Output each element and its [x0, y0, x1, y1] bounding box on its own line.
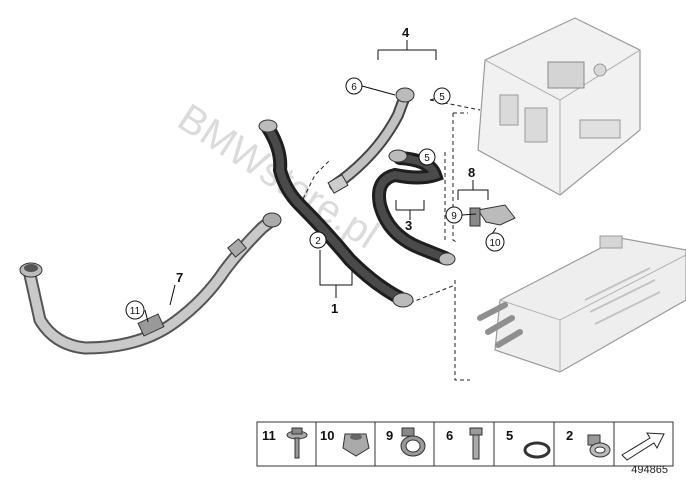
legend-number-6: 6 [446, 428, 453, 443]
o-ring-icon [523, 441, 551, 459]
torx-bolt-icon [469, 427, 483, 460]
hex-nut-icon [342, 433, 370, 457]
legend-number-5: 5 [506, 428, 513, 443]
legend-number-2: 2 [566, 428, 573, 443]
electronics-unit [477, 17, 641, 196]
callout-2: 2 [315, 236, 321, 247]
callout-6: 6 [351, 82, 357, 93]
callout-6-circle: 6 [345, 77, 363, 95]
spring-clip-icon [587, 434, 611, 458]
hose-4 [327, 87, 415, 194]
bolt-with-washer-icon [286, 427, 308, 459]
callout-8: 8 [468, 165, 475, 180]
callout-10-circle: 10 [485, 232, 505, 252]
callout-7: 7 [176, 270, 183, 285]
hose-1 [258, 119, 414, 308]
direction-arrow-icon [621, 432, 665, 461]
callout-11-circle: 11 [125, 300, 145, 320]
legend-number-11: 11 [262, 428, 276, 443]
callout-11: 11 [130, 306, 141, 317]
callout-1: 1 [331, 301, 338, 316]
callout-2-circle: 2 [309, 231, 327, 249]
callout-10: 10 [489, 238, 501, 249]
hose-clamp-icon [400, 427, 426, 457]
callout-5-lower: 5 [424, 153, 430, 164]
legend-number-10: 10 [320, 428, 334, 443]
callout-4: 4 [402, 25, 410, 40]
bracket-part-8 [469, 204, 516, 227]
callout-9-circle: 9 [445, 206, 463, 224]
callout-3: 3 [405, 218, 412, 233]
charging-unit [477, 235, 686, 373]
legend-number-9: 9 [386, 428, 393, 443]
reference-number: 494865 [631, 464, 668, 476]
callout-5b-circle: 5 [418, 148, 436, 166]
callout-9: 9 [451, 211, 457, 222]
callout-5a-circle: 5 [433, 87, 451, 105]
callout-5-upper: 5 [439, 92, 445, 103]
hose-3 [372, 149, 456, 266]
parts-legend: 11 10 9 6 5 2 [256, 421, 674, 467]
hose-7 [19, 212, 282, 355]
